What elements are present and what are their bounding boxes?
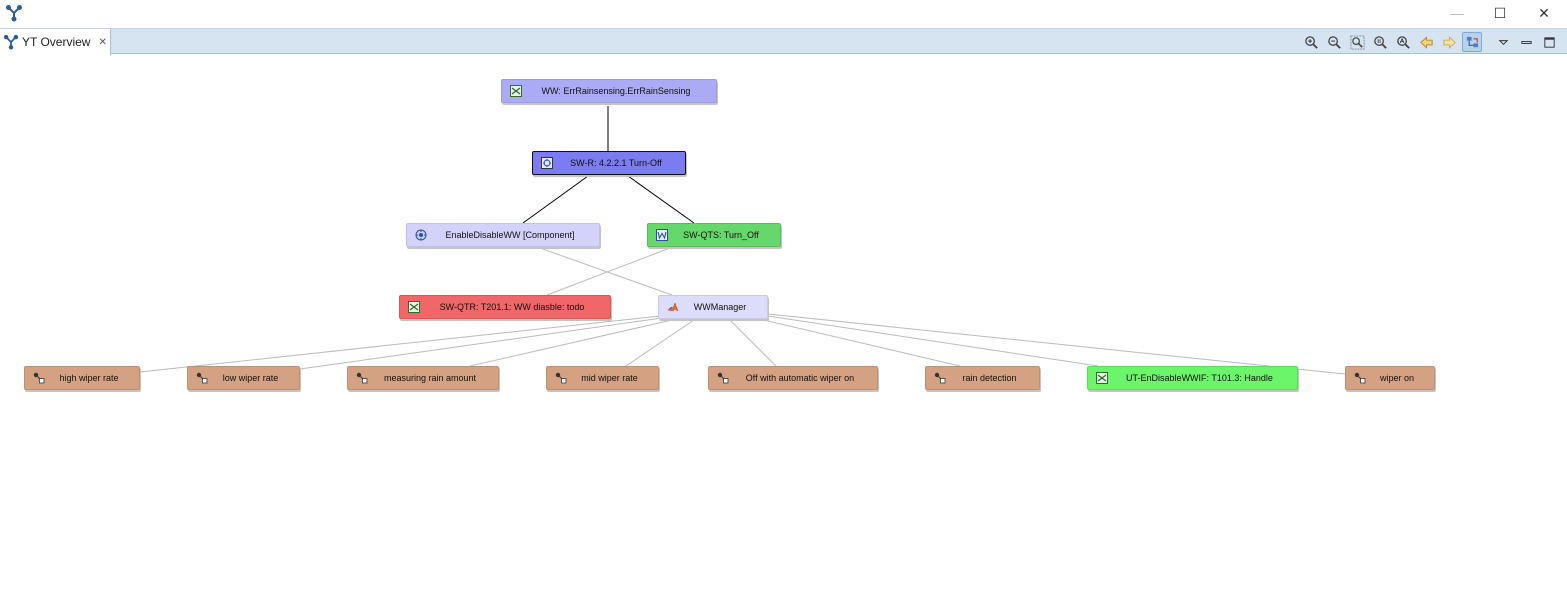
edge-manager-high xyxy=(139,315,661,373)
zoom-fit-icon xyxy=(1349,34,1365,50)
node-wwmanager[interactable]: WWManager xyxy=(658,295,768,319)
edge-swr-qts xyxy=(627,175,695,224)
node-label: rain detection xyxy=(962,373,1017,383)
layout-icon xyxy=(1466,36,1478,47)
back-arrow-icon xyxy=(1419,35,1433,49)
node-label: high wiper rate xyxy=(59,373,119,383)
forward-arrow-icon xyxy=(1442,35,1456,49)
edge-component-manager xyxy=(539,247,673,296)
tab-label: YT Overview xyxy=(22,35,91,49)
zoom-reset-button[interactable] xyxy=(1370,32,1390,52)
state-icon xyxy=(196,372,208,384)
spreadsheet-icon xyxy=(408,301,420,313)
edge-manager-measuring xyxy=(469,319,673,367)
view-menu-icon xyxy=(1498,39,1508,45)
tab-close-icon[interactable]: ✕ xyxy=(98,36,107,48)
maximize-view-icon xyxy=(1543,36,1555,48)
maximize-icon: ☐ xyxy=(1493,4,1507,21)
edge-manager-rain xyxy=(754,317,961,367)
node-off-with-automatic-wiper-on[interactable]: Off with automatic wiper on xyxy=(708,366,878,390)
node-wiper-on[interactable]: wiper on xyxy=(1345,366,1435,390)
node-sw-qtr-t201-1[interactable]: SW-QTR: T201.1: WW diasble: todo xyxy=(399,295,611,319)
layout-toggle-button[interactable] xyxy=(1462,32,1482,52)
zoom-fit-button[interactable] xyxy=(1347,32,1367,52)
close-icon: ✕ xyxy=(1538,4,1550,21)
zoom-in-button[interactable] xyxy=(1301,32,1321,52)
minimize-view-icon xyxy=(1520,40,1532,44)
edge-manager-low xyxy=(299,317,663,370)
graph-canvas[interactable]: WW: ErrRainsensing.ErrRainSensing SW-R: … xyxy=(0,54,1567,612)
node-label: EnableDisableWW [Component] xyxy=(445,230,575,240)
state-icon xyxy=(555,372,567,384)
spreadsheet-icon xyxy=(1096,372,1108,384)
node-label: UT-EnDisableWWIF: T101.3: Handle xyxy=(1126,373,1273,383)
node-label: Off with automatic wiper on xyxy=(745,373,855,383)
zoom-auto-button[interactable] xyxy=(1393,32,1413,52)
node-mid-wiper-rate[interactable]: mid wiper rate xyxy=(546,366,659,390)
node-label: mid wiper rate xyxy=(581,373,638,383)
edge-manager-ut xyxy=(767,315,1099,367)
view-tab-bar: YT Overview ✕ xyxy=(0,28,1567,55)
edge-manager-mid xyxy=(625,319,695,367)
graph-edges xyxy=(139,106,1346,375)
zoom-in-icon xyxy=(1304,35,1318,49)
node-ut-endisablewwif[interactable]: UT-EnDisableWWIF: T101.3: Handle xyxy=(1087,366,1298,390)
zoom-out-button[interactable] xyxy=(1324,32,1344,52)
state-icon xyxy=(1354,372,1366,384)
minimize-view-button[interactable] xyxy=(1516,32,1536,52)
close-window-button[interactable]: ✕ xyxy=(1522,0,1566,26)
tab-yt-overview[interactable]: YT Overview ✕ xyxy=(0,29,111,55)
node-high-wiper-rate[interactable]: high wiper rate xyxy=(24,366,140,390)
edge-manager-off xyxy=(729,319,777,367)
window-titlebar: — ☐ ✕ xyxy=(0,0,1567,28)
node-label: WWManager xyxy=(693,302,747,312)
component-icon xyxy=(415,229,427,241)
maximize-view-button[interactable] xyxy=(1539,32,1559,52)
node-label: low wiper rate xyxy=(222,373,279,383)
minimize-icon: — xyxy=(1450,5,1464,21)
state-icon xyxy=(356,372,368,384)
node-label: SW-R: 4.2.2.1 Turn-Off xyxy=(570,158,662,168)
edge-swr-component xyxy=(522,175,589,224)
edge-qts-qtr xyxy=(546,247,671,296)
node-label: wiper on xyxy=(1379,373,1415,383)
matlab-icon xyxy=(667,302,679,312)
node-ww-errrainsensing[interactable]: WW: ErrRainsensing.ErrRainSensing xyxy=(501,79,717,103)
node-label: SW-QTS: Turn_Off xyxy=(683,230,759,240)
node-sw-qts-turn-off[interactable]: SW-QTS: Turn_Off xyxy=(647,223,781,247)
node-low-wiper-rate[interactable]: low wiper rate xyxy=(187,366,300,390)
node-label: measuring rain amount xyxy=(383,373,477,383)
state-icon xyxy=(33,372,45,384)
node-enabledisableww-component[interactable]: EnableDisableWW [Component] xyxy=(406,223,600,247)
node-sw-r-turn-off[interactable]: SW-R: 4.2.2.1 Turn-Off xyxy=(532,151,686,175)
state-icon xyxy=(717,372,729,384)
zoom-auto-icon xyxy=(1396,35,1410,49)
node-label: SW-QTR: T201.1: WW diasble: todo xyxy=(439,302,585,312)
yt-logo-icon xyxy=(6,5,22,22)
back-button[interactable] xyxy=(1416,32,1436,52)
minimize-window-button[interactable]: — xyxy=(1435,0,1479,26)
edge-manager-on xyxy=(767,313,1346,375)
forward-button[interactable] xyxy=(1439,32,1459,52)
yt-logo-icon xyxy=(3,34,19,50)
node-label: WW: ErrRainsensing.ErrRainSensing xyxy=(541,86,691,96)
zoom-reset-icon xyxy=(1373,35,1387,49)
requirement-icon xyxy=(541,157,553,169)
node-measuring-rain-amount[interactable]: measuring rain amount xyxy=(347,366,499,390)
state-icon xyxy=(934,372,946,384)
view-menu-button[interactable] xyxy=(1493,32,1513,52)
document-w-icon xyxy=(656,229,668,241)
spreadsheet-icon xyxy=(510,85,522,97)
node-rain-detection[interactable]: rain detection xyxy=(925,366,1040,390)
zoom-out-icon xyxy=(1327,35,1341,49)
maximize-window-button[interactable]: ☐ xyxy=(1478,0,1522,26)
view-toolbar xyxy=(1298,31,1559,53)
